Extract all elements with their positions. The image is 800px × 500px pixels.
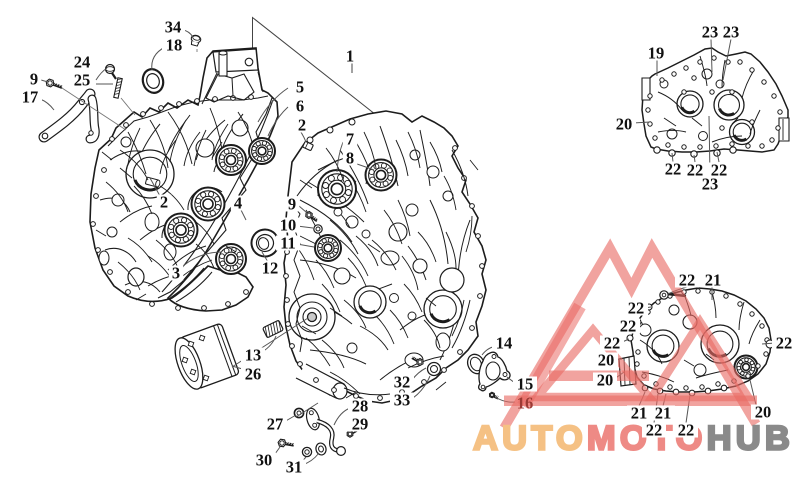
svg-text:22: 22 bbox=[711, 161, 728, 180]
svg-text:2: 2 bbox=[298, 116, 306, 135]
svg-text:29: 29 bbox=[352, 415, 369, 434]
svg-text:27: 27 bbox=[267, 415, 284, 434]
svg-text:8: 8 bbox=[346, 149, 354, 168]
svg-text:20: 20 bbox=[598, 351, 615, 370]
svg-text:10: 10 bbox=[280, 216, 297, 235]
svg-text:1: 1 bbox=[346, 47, 354, 66]
svg-text:22: 22 bbox=[628, 299, 645, 318]
svg-text:22: 22 bbox=[646, 421, 663, 440]
svg-text:AUTOMOTOHUB: AUTOMOTOHUB bbox=[473, 420, 794, 458]
svg-text:9: 9 bbox=[288, 195, 296, 214]
svg-text:25: 25 bbox=[74, 71, 91, 90]
svg-text:22: 22 bbox=[678, 421, 695, 440]
svg-text:13: 13 bbox=[245, 346, 262, 365]
svg-text:22: 22 bbox=[679, 271, 696, 290]
svg-text:21: 21 bbox=[631, 404, 648, 423]
svg-text:26: 26 bbox=[245, 365, 262, 384]
svg-text:22: 22 bbox=[776, 334, 793, 353]
svg-text:18: 18 bbox=[166, 36, 183, 55]
svg-text:22: 22 bbox=[665, 160, 682, 179]
svg-text:32: 32 bbox=[394, 373, 411, 392]
svg-text:23: 23 bbox=[702, 175, 719, 194]
svg-text:24: 24 bbox=[74, 53, 91, 72]
svg-text:31: 31 bbox=[286, 458, 303, 477]
svg-text:21: 21 bbox=[705, 271, 722, 290]
svg-text:17: 17 bbox=[22, 88, 39, 107]
svg-text:30: 30 bbox=[256, 451, 273, 470]
svg-text:22: 22 bbox=[604, 334, 621, 353]
svg-text:12: 12 bbox=[262, 259, 279, 278]
svg-text:20: 20 bbox=[597, 371, 614, 390]
svg-text:33: 33 bbox=[394, 391, 411, 410]
svg-text:2: 2 bbox=[160, 193, 168, 212]
svg-text:16: 16 bbox=[517, 394, 534, 413]
svg-text:23: 23 bbox=[723, 23, 740, 42]
svg-text:5: 5 bbox=[296, 78, 304, 97]
svg-text:15: 15 bbox=[517, 375, 534, 394]
svg-text:22: 22 bbox=[687, 161, 704, 180]
svg-text:14: 14 bbox=[496, 334, 513, 353]
svg-text:3: 3 bbox=[172, 264, 180, 283]
svg-text:11: 11 bbox=[280, 234, 296, 253]
svg-text:22: 22 bbox=[620, 317, 637, 336]
svg-text:6: 6 bbox=[296, 97, 304, 116]
svg-text:21: 21 bbox=[655, 404, 672, 423]
svg-text:9: 9 bbox=[30, 70, 38, 89]
svg-text:20: 20 bbox=[616, 115, 633, 134]
svg-text:23: 23 bbox=[702, 23, 719, 42]
svg-text:4: 4 bbox=[234, 194, 242, 213]
svg-text:34: 34 bbox=[165, 18, 182, 37]
svg-text:19: 19 bbox=[648, 44, 665, 63]
svg-text:28: 28 bbox=[352, 397, 369, 416]
svg-text:20: 20 bbox=[755, 403, 772, 422]
svg-text:7: 7 bbox=[346, 130, 354, 149]
